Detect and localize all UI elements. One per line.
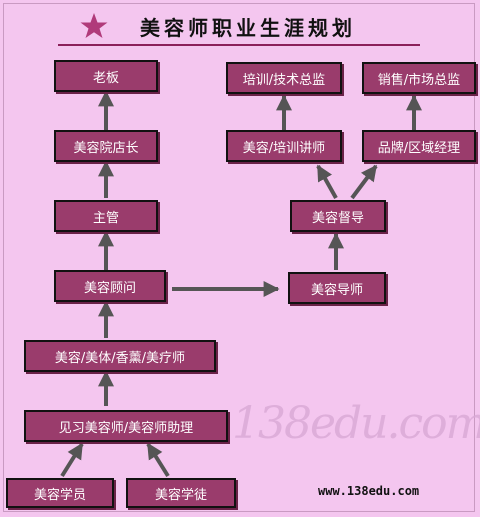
node-therapists: 美容/美体/香薰/美疗师 — [24, 340, 216, 372]
node-brand-manager: 品牌/区域经理 — [362, 130, 476, 162]
node-supervisor: 主管 — [54, 200, 158, 232]
page-title: 美容师职业生涯规划 — [140, 16, 356, 40]
title-row: 美容师职业生涯规划 — [0, 0, 480, 48]
node-consultant: 美容顾问 — [54, 270, 166, 302]
arrow-apprentice-to-trainee — [146, 442, 170, 478]
node-student: 美容学员 — [6, 478, 114, 508]
arrow-inspector-to-brand — [350, 164, 378, 200]
title-underline — [58, 44, 420, 46]
node-salon-manager: 美容院店长 — [54, 130, 158, 162]
node-inspector: 美容督导 — [290, 200, 386, 232]
node-training-director: 培训/技术总监 — [226, 62, 342, 94]
watermark-url: www.138edu.com — [318, 484, 420, 498]
node-instructor: 美容导师 — [288, 272, 386, 304]
watermark-logo: 138edu.com — [232, 398, 480, 449]
star-icon — [80, 13, 108, 38]
node-trainee: 见习美容师/美容师助理 — [24, 410, 228, 442]
arrow-inspector-to-trainer — [316, 164, 338, 199]
arrow-student-to-trainee — [60, 442, 84, 478]
diagram-frame — [3, 3, 475, 512]
node-sales-director: 销售/市场总监 — [362, 62, 476, 94]
node-boss: 老板 — [54, 60, 158, 92]
node-trainer: 美容/培训讲师 — [226, 130, 342, 162]
node-apprentice: 美容学徒 — [126, 478, 236, 508]
